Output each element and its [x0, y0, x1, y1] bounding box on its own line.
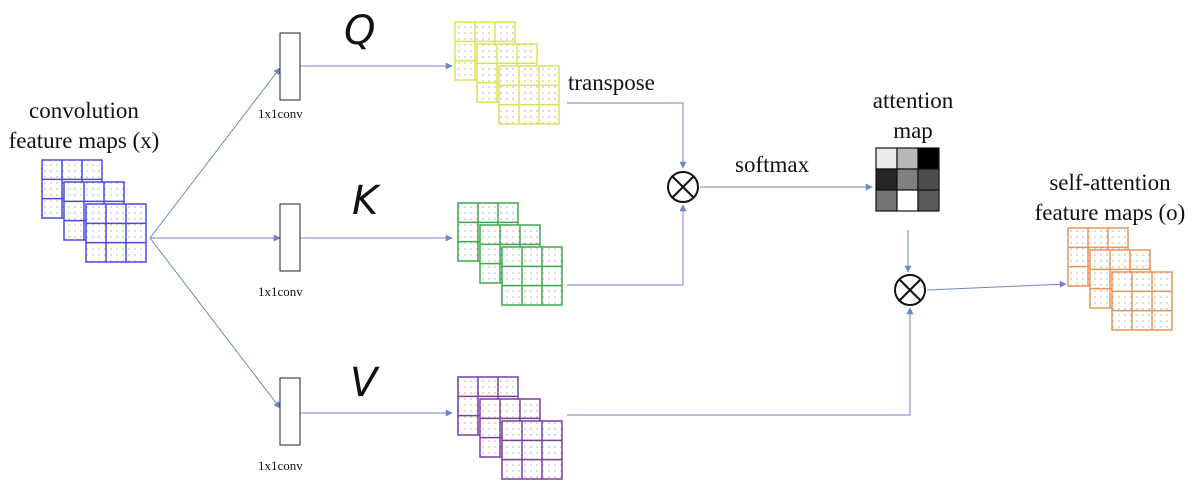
softmax-label: softmax — [735, 152, 810, 177]
arrow-k-to-multiply — [567, 204, 687, 286]
attention-cell-2-3 — [917, 168, 940, 191]
arrow-q-to-multiply — [567, 102, 687, 169]
multiply-operator-av — [894, 274, 926, 306]
multiply-operator-qk — [667, 171, 699, 203]
v-letter: V — [350, 360, 378, 406]
arrow-v-to-multiply — [567, 307, 914, 416]
attention-cell-2-2 — [896, 168, 919, 191]
input-label-line2: feature maps (x) — [8, 128, 160, 153]
v-conv-box — [279, 377, 301, 446]
k-conv-box — [279, 203, 301, 272]
input-label: convolution feature maps (x) — [0, 96, 182, 156]
attention-cell-3-2 — [896, 189, 919, 212]
v-conv-label: 1x1conv — [258, 458, 303, 473]
output-label-line2: feature maps (o) — [1034, 200, 1186, 225]
attention-cell-2-1 — [875, 168, 898, 191]
arrow-input-to-q-conv — [149, 67, 281, 239]
attention-map-grid — [875, 147, 940, 212]
input-label-line1: convolution — [29, 98, 139, 123]
key-feature-maps — [457, 202, 563, 306]
attention-cell-1-3 — [917, 147, 940, 170]
output-feature-maps — [1067, 227, 1173, 331]
attention-map-label: attention map — [843, 86, 983, 146]
key-map-sheet-3 — [501, 246, 563, 306]
k-conv-label: 1x1conv — [258, 284, 303, 299]
output-label: self-attention feature maps (o) — [1022, 168, 1198, 228]
q-conv-label: 1x1conv — [258, 106, 303, 121]
attention-map-label-line1: attention — [872, 88, 954, 113]
input-map-sheet-3 — [85, 203, 147, 263]
output-label-line1: self-attention — [1049, 170, 1171, 195]
attention-cell-1-1 — [875, 147, 898, 170]
attention-cell-1-2 — [896, 147, 919, 170]
q-letter: Q — [344, 8, 376, 54]
attention-map-label-line2: map — [893, 118, 933, 143]
attention-cell-3-3 — [917, 189, 940, 212]
input-feature-maps — [41, 159, 147, 263]
output-map-sheet-3 — [1111, 271, 1173, 331]
connectors — [149, 62, 1067, 417]
arrow-multiply-to-output — [926, 280, 1067, 291]
q-conv-box — [279, 32, 301, 101]
query-feature-maps — [454, 21, 560, 125]
transpose-label: transpose — [568, 70, 655, 95]
attention-cell-3-1 — [875, 189, 898, 212]
k-letter: K — [352, 178, 379, 224]
value-feature-maps — [457, 376, 563, 480]
query-map-sheet-3 — [498, 65, 560, 125]
value-map-sheet-3 — [501, 420, 563, 480]
arrow-input-to-v-conv — [149, 237, 281, 409]
